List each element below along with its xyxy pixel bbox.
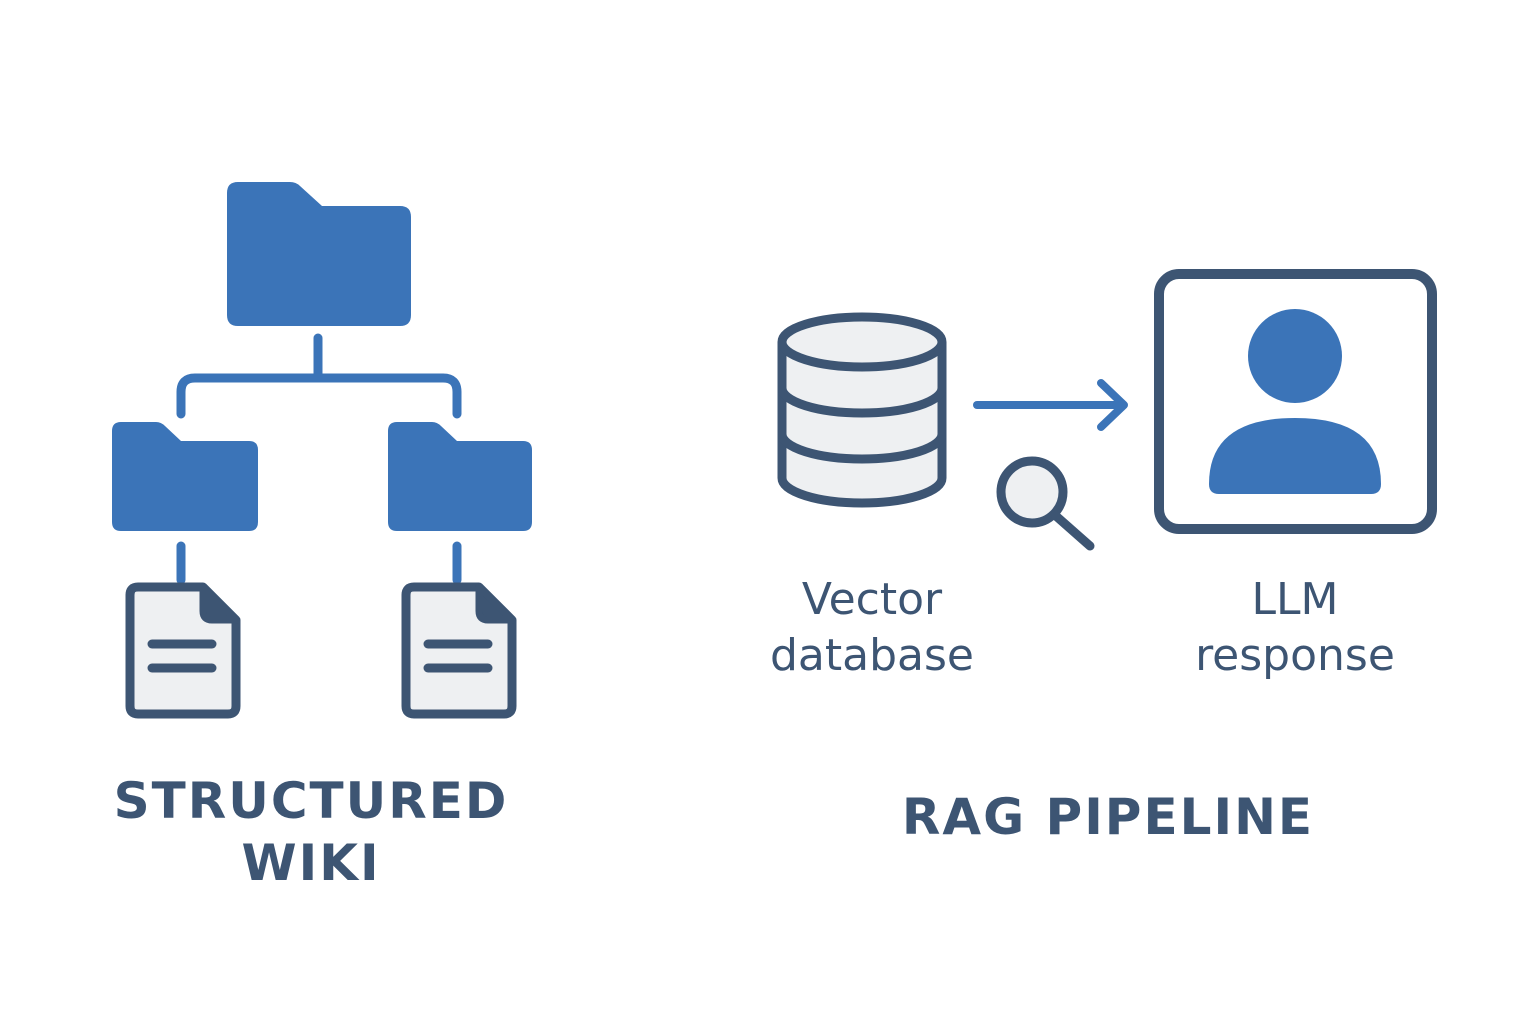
structured-wiki-title-line2: WIKI	[241, 834, 381, 892]
vector-database-label-line2: database	[770, 630, 974, 681]
database-icon	[777, 312, 947, 508]
folder-icon	[388, 422, 532, 531]
structured-wiki-title: STRUCTURED WIKI	[111, 770, 511, 894]
document-icon	[401, 582, 517, 719]
magnifier-icon	[996, 456, 1095, 551]
vector-database-label-line1: Vector	[801, 574, 943, 625]
rag-pipeline	[777, 269, 1437, 551]
llm-response-label: LLM response	[1145, 572, 1445, 684]
llm-response-label-line2: response	[1195, 630, 1395, 681]
rag-pipeline-title: RAG PIPELINE	[858, 786, 1358, 848]
folder-icon	[112, 422, 258, 531]
wiki-tree	[112, 182, 532, 719]
arrow-right-icon	[973, 379, 1128, 431]
tree-connectors	[176, 333, 462, 585]
rag-pipeline-title-text: RAG PIPELINE	[901, 788, 1315, 846]
user-icon	[1154, 269, 1437, 534]
document-icon	[125, 582, 241, 719]
folder-icon	[227, 182, 411, 326]
vector-database-label: Vector database	[722, 572, 1022, 684]
llm-response-label-line1: LLM	[1251, 574, 1339, 625]
structured-wiki-title-line1: STRUCTURED	[113, 772, 509, 830]
